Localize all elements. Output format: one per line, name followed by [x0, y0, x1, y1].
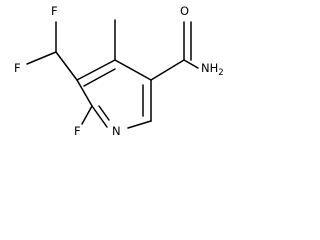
ring-bond-c6-n	[127, 120, 152, 129]
ring-bond-c3-c4	[76, 59, 116, 81]
oxygen-label: O	[180, 4, 189, 18]
fluorine-ring-label: F	[74, 124, 81, 138]
amine-label: NH2	[201, 61, 224, 78]
ring-bond-n-c2-inner	[98, 105, 110, 121]
amide-n-bond	[183, 59, 199, 69]
amide-attach-bond	[150, 59, 185, 81]
amine-subscript: 2	[218, 68, 223, 78]
amine-nh-text: NH	[201, 61, 218, 75]
bonds	[26, 19, 199, 129]
chemical-structure: F F F N O NH2	[14, 4, 224, 138]
ring-bond-n-c2	[91, 105, 108, 128]
cf2-attach-bond	[55, 51, 78, 81]
nitrogen-ring-label: N	[112, 124, 121, 138]
ring-fluorine-bond	[81, 105, 93, 125]
fluorine-left-label: F	[14, 61, 21, 75]
cf2-left-fluorine-bond	[26, 51, 57, 65]
fluorine-top-label: F	[51, 4, 58, 18]
ring-bond-c4-c5	[114, 59, 152, 81]
ring-bond-c2-c3	[76, 79, 93, 107]
atom-labels: F F F N O NH2	[14, 4, 224, 138]
ring-bond-c4-c3-inner	[83, 68, 116, 87]
